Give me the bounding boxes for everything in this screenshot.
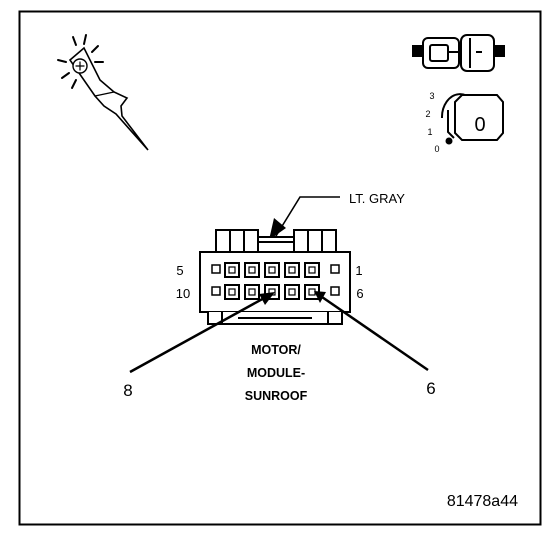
- connector-icon: [412, 34, 505, 72]
- connector-cavities-top-row: [211, 262, 340, 278]
- callout-arrow-left: [129, 292, 275, 374]
- test-probe-icon: [57, 34, 149, 151]
- diagram-frame: [18, 10, 542, 526]
- figure-id: 81478a44: [447, 493, 518, 510]
- key-position-1: 1: [427, 127, 432, 137]
- key-label: 0: [474, 114, 485, 136]
- pin-label-1: 1: [355, 263, 362, 278]
- pin-label-5: 5: [176, 263, 183, 278]
- key-position-0: 0: [434, 144, 439, 154]
- component-name-line1: MOTOR/: [251, 343, 301, 357]
- connector-cavities-bottom-row: [211, 284, 340, 300]
- wire-color-callout: [269, 196, 340, 240]
- pin-label-10: 10: [176, 286, 190, 301]
- callout-label-6: 6: [426, 379, 435, 398]
- key-position-2: 2: [425, 109, 430, 119]
- ignition-key-icon: 3 2 1 0 0: [425, 91, 504, 154]
- wire-color-label: LT. GRAY: [349, 191, 405, 206]
- callout-label-8: 8: [123, 381, 132, 400]
- key-position-3: 3: [429, 91, 434, 101]
- callout-arrow-right: [314, 291, 429, 372]
- component-name-line2: MODULE-: [247, 366, 305, 380]
- component-name-line3: SUNROOF: [245, 389, 308, 403]
- pin-label-6: 6: [356, 286, 363, 301]
